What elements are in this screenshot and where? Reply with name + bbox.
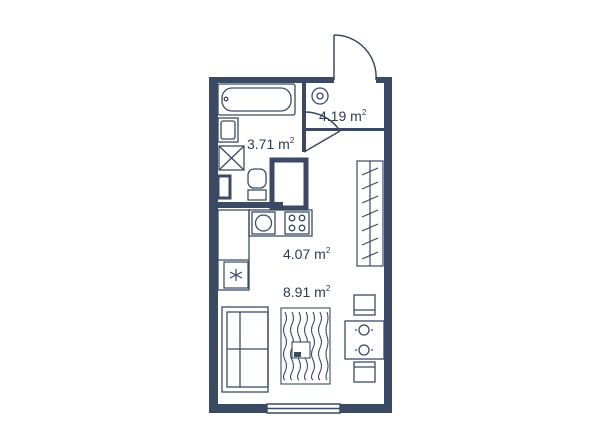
- stove-icon: [284, 211, 310, 235]
- washing-machine-icon: [218, 145, 245, 171]
- sink-icon: [217, 117, 239, 143]
- fridge-snowflake-icon: [223, 261, 249, 289]
- bathroom-door-icon: [303, 111, 341, 153]
- kitchen-counter: [217, 209, 313, 291]
- rug-icon: [280, 307, 331, 385]
- bathtub-icon: [217, 83, 296, 116]
- hall-area-label: 4.19 m2: [319, 108, 367, 124]
- bathroom-area-label: 3.71 m2: [247, 136, 295, 152]
- toilet-icon: [247, 168, 267, 201]
- window-icon: [266, 403, 341, 414]
- sofa-icon: [221, 306, 269, 393]
- outer-walls: [209, 77, 392, 413]
- dining-table-icon: [344, 320, 385, 360]
- living-area-label: 8.91 m2: [283, 284, 331, 300]
- kitchen-sink-icon: [251, 211, 276, 235]
- entry-door-icon: [333, 34, 377, 81]
- wardrobe-icon: [356, 160, 384, 267]
- boiler-icon: [311, 87, 329, 105]
- chair-icon: [353, 294, 376, 383]
- kitchen-area-label: 4.07 m2: [283, 246, 331, 262]
